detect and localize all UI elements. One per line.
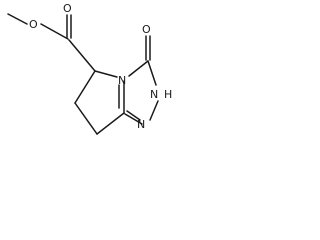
bonds (7, 13, 159, 135)
bond-n2-n1 (149, 100, 159, 121)
atom-carbonyl-oxygen: O (63, 2, 72, 15)
bond-o-ester-carbon (40, 23, 69, 40)
bond-ester-to-ring (68, 39, 96, 72)
atom-ring-carbonyl-oxygen: O (142, 23, 151, 36)
atom-lower-nitrogen: N (137, 118, 145, 131)
atom-methoxy-oxygen: O (29, 18, 38, 31)
bond-n4-c3 (128, 60, 149, 77)
bond-c3-n2 (147, 60, 157, 86)
bond-c7-c7a (96, 112, 125, 135)
atom-nh-hydrogen: H (164, 88, 172, 101)
bond-c6-c7 (74, 102, 98, 135)
bond-c5-c6 (74, 70, 96, 104)
bond-n1-c7a-b (126, 110, 141, 121)
bond-methyl-o (7, 13, 28, 25)
molecule-structure-diagram: O O O N N H N (7, 2, 172, 135)
atom-bridgehead-nitrogen: N (118, 74, 126, 87)
bond-c5-n4 (94, 70, 118, 78)
bond-n1-c7a-a (124, 113, 143, 125)
atom-nh-nitrogen: N (150, 88, 158, 101)
atom-labels: O O O N N H N (29, 2, 172, 131)
